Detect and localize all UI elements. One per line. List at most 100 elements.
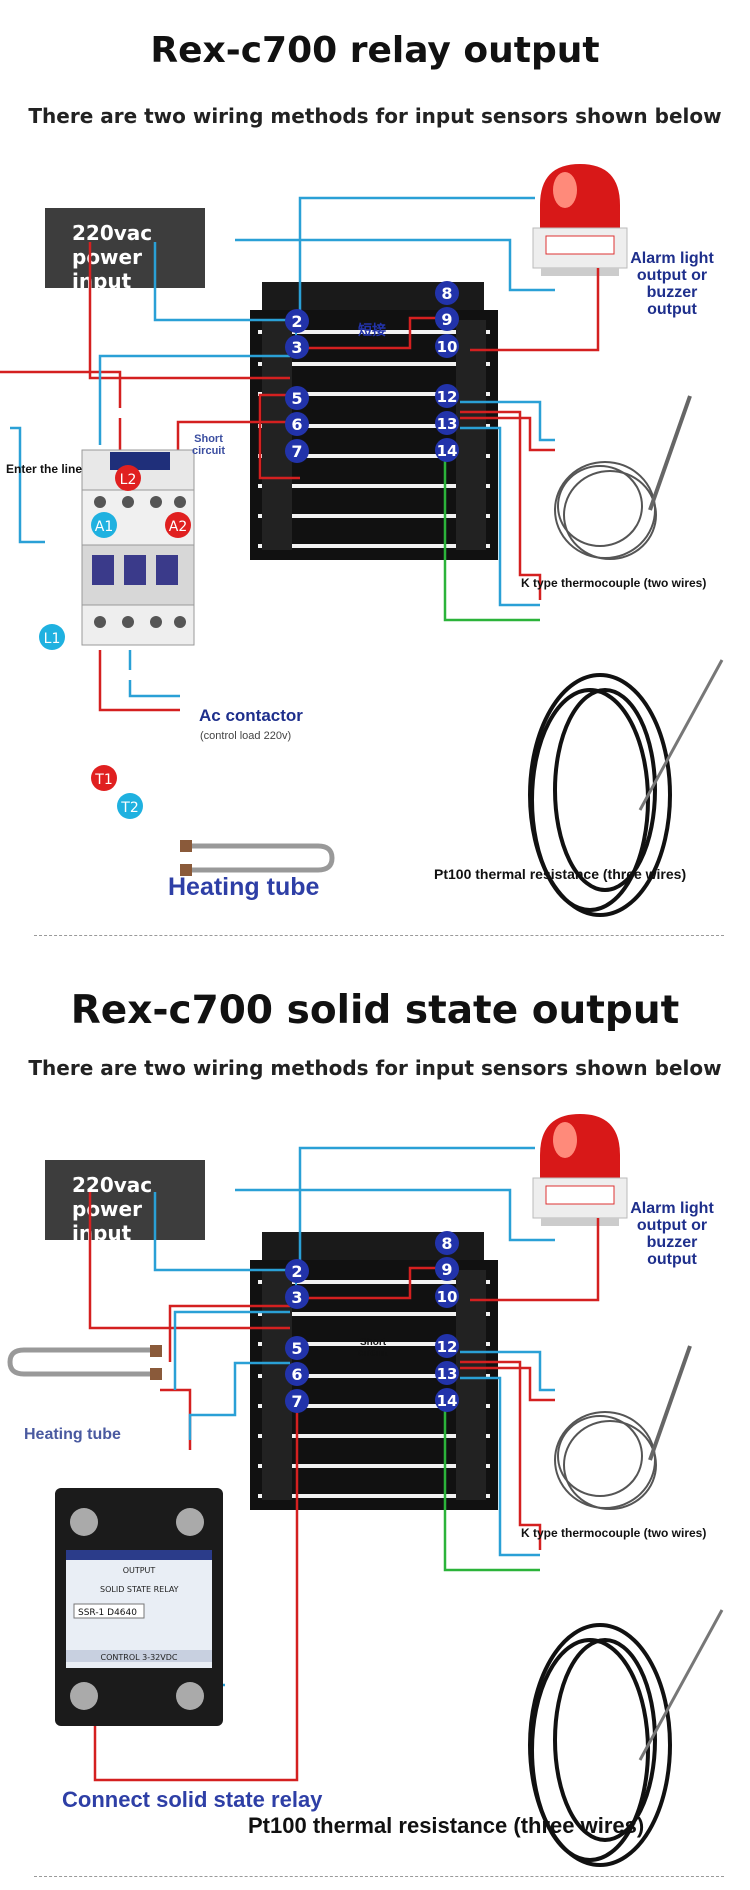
heating-tube-label-1: Heating tube — [168, 873, 320, 901]
ssr-connect-label: Connect solid state relay — [62, 1787, 323, 1812]
svg-text:A1: A1 — [95, 519, 113, 535]
node-a2: A2 — [165, 512, 191, 538]
svg-text:7: 7 — [291, 1392, 302, 1411]
terminal-12: 12 — [435, 384, 459, 408]
terminal-13: 13 — [435, 411, 459, 435]
svg-text:12: 12 — [437, 1338, 458, 1356]
svg-text:9: 9 — [441, 310, 452, 329]
contactor-label: Ac contactor — [199, 706, 303, 725]
terminal-3: 3 — [285, 335, 309, 359]
terminal-2: 2 — [285, 309, 309, 333]
solid-state-relay-icon: OUTPUT SOLID STATE RELAY SSR-1 D4640 CON… — [55, 1488, 223, 1726]
svg-text:A2: A2 — [169, 519, 187, 535]
svg-text:5: 5 — [291, 1339, 302, 1358]
node-t1: T1 — [91, 765, 117, 791]
terminal-6-b: 6 — [285, 1362, 309, 1386]
pt100-label-1: Pt100 thermal resistance (three wires) — [434, 866, 687, 882]
svg-text:6: 6 — [291, 415, 302, 434]
terminal-7: 7 — [285, 439, 309, 463]
svg-text:8: 8 — [441, 284, 452, 303]
alarm2-line-3: buzzer — [646, 1234, 698, 1251]
short-circuit-label-1: Short circuit — [192, 433, 225, 457]
terminal-9-b: 9 — [435, 1257, 459, 1281]
power-box2-line1: 220vac — [72, 1173, 153, 1197]
wires — [0, 196, 600, 712]
alarm-label-2: Alarm light output or buzzer output — [622, 1200, 722, 1268]
ssr-model-text: SSR-1 D4640 — [78, 1608, 137, 1618]
svg-text:14: 14 — [437, 1392, 458, 1410]
terminal-3-b: 3 — [285, 1285, 309, 1309]
terminal-12-b: 12 — [435, 1334, 459, 1358]
short-circuit-label-2: Short circuit — [358, 1337, 388, 1359]
alarm-line-2: output or — [636, 267, 708, 284]
power-input-box: 220vac power input — [45, 208, 205, 293]
short-circuit-line1: Short — [194, 433, 223, 445]
svg-text:L1: L1 — [44, 631, 61, 647]
pt100-label-2: Pt100 thermal resistance (three wires) — [248, 1813, 645, 1838]
svg-text:13: 13 — [437, 415, 458, 433]
heating-tube-label-2: Heating tube — [24, 1426, 121, 1443]
node-l1: L1 — [39, 624, 65, 650]
alarm-light-icon-2 — [532, 1114, 628, 1226]
terminal-13-b: 13 — [435, 1361, 459, 1385]
k-type-label-1: K type thermocouple (two wires) — [521, 576, 707, 590]
section-divider-2 — [34, 1876, 724, 1877]
terminals-right-2: 8 9 10 12 13 14 — [435, 1231, 459, 1412]
heating-tube-icon-2 — [7, 1345, 162, 1380]
ssr-wiring-diagram: 2 3 5 6 7 8 9 10 12 13 14 OUTPUT SOLID S… — [7, 1114, 724, 1867]
node-a1: A1 — [91, 512, 117, 538]
ssr-type-text: SOLID STATE RELAY — [100, 1585, 179, 1594]
terminals-right: 8 9 10 12 13 14 — [435, 281, 459, 462]
k-type-label-2: K type thermocouple (two wires) — [521, 1526, 707, 1540]
section1-title: Rex-c700 relay output — [150, 30, 600, 71]
terminal-8-b: 8 — [435, 1231, 459, 1255]
node-l2: L2 — [115, 465, 141, 491]
svg-text:9: 9 — [441, 1260, 452, 1279]
terminal-7-b: 7 — [285, 1389, 309, 1413]
wire-nodes: L2 A1 A2 L1 T1 T2 — [39, 465, 191, 819]
alarm-line-4: output — [647, 301, 697, 318]
svg-text:6: 6 — [291, 1365, 302, 1384]
power-box2-line2: power input — [72, 1197, 142, 1245]
short-circuit-line2: circuit — [192, 445, 226, 457]
svg-text:5: 5 — [291, 389, 302, 408]
ssr-control-text: CONTROL 3-32VDC — [101, 1653, 178, 1662]
k-thermocouple-icon — [554, 395, 692, 560]
svg-text:3: 3 — [291, 1288, 302, 1307]
terminal-10-b: 10 — [435, 1284, 459, 1308]
contactor-note: (control load 220v) — [200, 730, 292, 742]
alarm2-line-1: Alarm light — [630, 1200, 714, 1217]
terminals-left-2: 2 3 5 6 7 — [285, 1259, 309, 1413]
power-box-line1: 220vac — [72, 221, 153, 245]
section2-title: Rex-c700 solid state output — [70, 988, 680, 1033]
terminal-2-b: 2 — [285, 1259, 309, 1283]
k-thermocouple-icon-2 — [554, 1345, 692, 1510]
terminals-left: 2 3 5 6 7 — [285, 309, 309, 463]
svg-text:T2: T2 — [120, 800, 138, 816]
section2-subtitle: There are two wiring methods for input s… — [28, 1056, 722, 1080]
terminal-14: 14 — [435, 438, 459, 462]
alarm-light-icon — [532, 164, 628, 276]
alarm2-line-2: output or — [636, 1217, 708, 1234]
node-t2: T2 — [117, 793, 143, 819]
pt100-probe-icon — [528, 659, 724, 917]
alarm-line-1: Alarm light — [630, 250, 714, 267]
terminal-8: 8 — [435, 281, 459, 305]
svg-text:T1: T1 — [94, 772, 112, 788]
heating-tube-icon — [180, 840, 335, 876]
ssr-output-text: OUTPUT — [123, 1566, 156, 1575]
power-box-line2: power input — [72, 245, 142, 293]
svg-text:8: 8 — [441, 1234, 452, 1253]
svg-text:10: 10 — [437, 1288, 458, 1306]
alarm2-line-4: output — [647, 1251, 697, 1268]
svg-text:3: 3 — [291, 338, 302, 357]
section-divider-1 — [34, 935, 724, 936]
svg-text:14: 14 — [437, 442, 458, 460]
terminal-9: 9 — [435, 307, 459, 331]
short-circuit2-line2: circuit — [358, 1348, 389, 1359]
chinese-mark: 短接 — [358, 322, 386, 339]
svg-text:7: 7 — [291, 442, 302, 461]
terminal-10: 10 — [435, 334, 459, 358]
svg-text:L2: L2 — [120, 472, 137, 488]
short-circuit2-line1: Short — [359, 1337, 387, 1348]
